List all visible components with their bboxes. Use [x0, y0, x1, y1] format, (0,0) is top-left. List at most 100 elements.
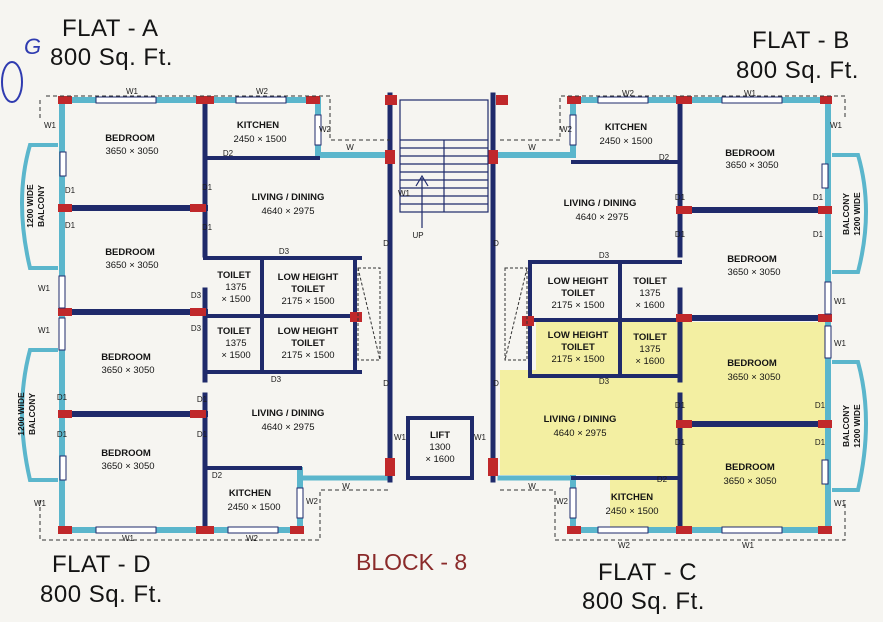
marker-w2: W2	[246, 534, 259, 543]
flat-c-kitchen-name: KITCHEN	[611, 492, 653, 503]
flat-c-toilet-dim-1: 1375	[639, 344, 660, 355]
flat-b-toilet-name: TOILET	[633, 276, 667, 287]
flat-c-bedroom-1-name: BEDROOM	[727, 358, 777, 369]
balcony-b-label-1: BALCONY	[841, 193, 851, 235]
balcony-d-label-1: 1200 WIDE	[16, 392, 26, 436]
flat-d-bedroom-2-dim: 3650 × 3050	[101, 461, 154, 472]
marker-w1: W1	[398, 189, 411, 198]
marker-d1: D1	[202, 223, 213, 232]
marker-d2: D2	[212, 471, 223, 480]
marker-d3: D3	[191, 324, 202, 333]
flat-b-kitchen-name: KITCHEN	[605, 122, 647, 133]
staircase	[399, 99, 489, 228]
flat-d-lh-toilet-dim: 2175 × 1500	[281, 350, 334, 361]
flat-c-living-name: LIVING / DINING	[544, 414, 617, 425]
flat-a-lh-toilet-name-2: TOILET	[291, 284, 325, 295]
flat-a-lh-toilet-dim: 2175 × 1500	[281, 296, 334, 307]
marker-d3: D3	[271, 375, 282, 384]
flat-d-kitchen-dim: 2450 × 1500	[227, 502, 280, 513]
marker-w1: W1	[122, 534, 135, 543]
marker-w1: W1	[38, 284, 51, 293]
flat-a-bedroom-2-name: BEDROOM	[105, 247, 155, 258]
marker-w: W	[528, 143, 536, 152]
flat-a-name: FLAT - A	[62, 15, 158, 42]
marker-d3: D3	[599, 251, 610, 260]
flat-b-name: FLAT - B	[752, 27, 850, 54]
flat-b-living-dim: 4640 × 2975	[575, 212, 628, 223]
marker-w1: W1	[38, 326, 51, 335]
marker-d1: D1	[65, 186, 76, 195]
marker-d1: D1	[675, 230, 686, 239]
flat-b-area: 800 Sq. Ft.	[736, 57, 859, 84]
marker-d1: D1	[815, 438, 826, 447]
lift-name: LIFT	[430, 430, 450, 441]
marker-w2: W2	[618, 541, 631, 550]
flat-a-bedroom-1-name: BEDROOM	[105, 133, 155, 144]
flat-c-bedroom-2-dim: 3650 × 3050	[723, 476, 776, 487]
flat-c-area: 800 Sq. Ft.	[582, 588, 705, 615]
marker-w1: W1	[834, 339, 847, 348]
flat-d-living-dim: 4640 × 2975	[261, 422, 314, 433]
flat-a-toilet-dim-2: × 1500	[221, 294, 250, 305]
marker-d2: D2	[657, 475, 668, 484]
flat-b-lh-toilet-name-2: TOILET	[561, 288, 595, 299]
balcony-a-label-1: 1200 WIDE	[25, 184, 35, 228]
marker-d1: D1	[675, 193, 686, 202]
marker-d1: D1	[65, 221, 76, 230]
flat-d-bedroom-1-dim: 3650 × 3050	[101, 365, 154, 376]
flat-a-bedroom-2-dim: 3650 × 3050	[105, 260, 158, 271]
balcony-d-label-2: BALCONY	[27, 393, 37, 435]
marker-d2: D2	[223, 149, 234, 158]
flat-a-living-dim: 4640 × 2975	[261, 206, 314, 217]
marker-d3: D3	[599, 377, 610, 386]
marker-w1: W1	[834, 297, 847, 306]
lift-dim-1: 1300	[429, 442, 450, 453]
stair-up-label: UP	[412, 231, 423, 240]
block-title: BLOCK - 8	[356, 549, 467, 575]
marker-w1: W1	[830, 121, 843, 130]
balcony-b-label-2: 1200 WIDE	[852, 192, 862, 236]
marker-w: W	[528, 482, 536, 491]
marker-w2: W2	[256, 87, 269, 96]
marker-d1: D1	[815, 401, 826, 410]
marker-w: W	[346, 143, 354, 152]
marker-d1: D1	[197, 430, 208, 439]
handwritten-mark: G	[1, 34, 41, 103]
shafts	[357, 267, 528, 361]
handwritten-letter: G	[24, 34, 41, 59]
marker-w2: W2	[556, 497, 569, 506]
flat-c-bedroom-1-dim: 3650 × 3050	[727, 372, 780, 383]
flat-d-name: FLAT - D	[52, 551, 151, 578]
marker-d1: D1	[675, 401, 686, 410]
marker-w2: W2	[306, 497, 319, 506]
flat-b-bedroom-1-name: BEDROOM	[725, 148, 775, 159]
marker-d1: D1	[813, 193, 824, 202]
flat-b-bedroom-2-name: BEDROOM	[727, 254, 777, 265]
marker-d1: D1	[57, 430, 68, 439]
flat-c-lh-toilet-dim: 2175 × 1500	[551, 354, 604, 365]
flat-b-lh-toilet-dim: 2175 × 1500	[551, 300, 604, 311]
windows	[58, 96, 832, 534]
flat-c-living-dim: 4640 × 2975	[553, 428, 606, 439]
marker-w1: W1	[744, 89, 757, 98]
marker-w: W	[342, 482, 350, 491]
flat-b-lh-toilet-name-1: LOW HEIGHT	[548, 276, 609, 287]
marker-d: D	[493, 239, 499, 248]
marker-w1: W1	[394, 433, 407, 442]
marker-w1: W1	[742, 541, 755, 550]
flat-a-kitchen-dim: 2450 × 1500	[233, 134, 286, 145]
balcony-a-label-2: BALCONY	[36, 185, 46, 227]
flat-d-toilet-dim-2: × 1500	[221, 350, 250, 361]
flat-d-toilet-name: TOILET	[217, 326, 251, 337]
flat-a-kitchen-name: KITCHEN	[237, 120, 279, 131]
dashed-outlines	[39, 95, 846, 541]
flat-d-bedroom-2-name: BEDROOM	[101, 448, 151, 459]
marker-d1: D1	[675, 438, 686, 447]
marker-d: D	[383, 239, 389, 248]
flat-c-lh-toilet-name-1: LOW HEIGHT	[548, 330, 609, 341]
marker-w2: W2	[622, 89, 635, 98]
lift-dim-2: × 1600	[425, 454, 454, 465]
marker-d2: D2	[659, 153, 670, 162]
marker-d3: D3	[279, 247, 290, 256]
